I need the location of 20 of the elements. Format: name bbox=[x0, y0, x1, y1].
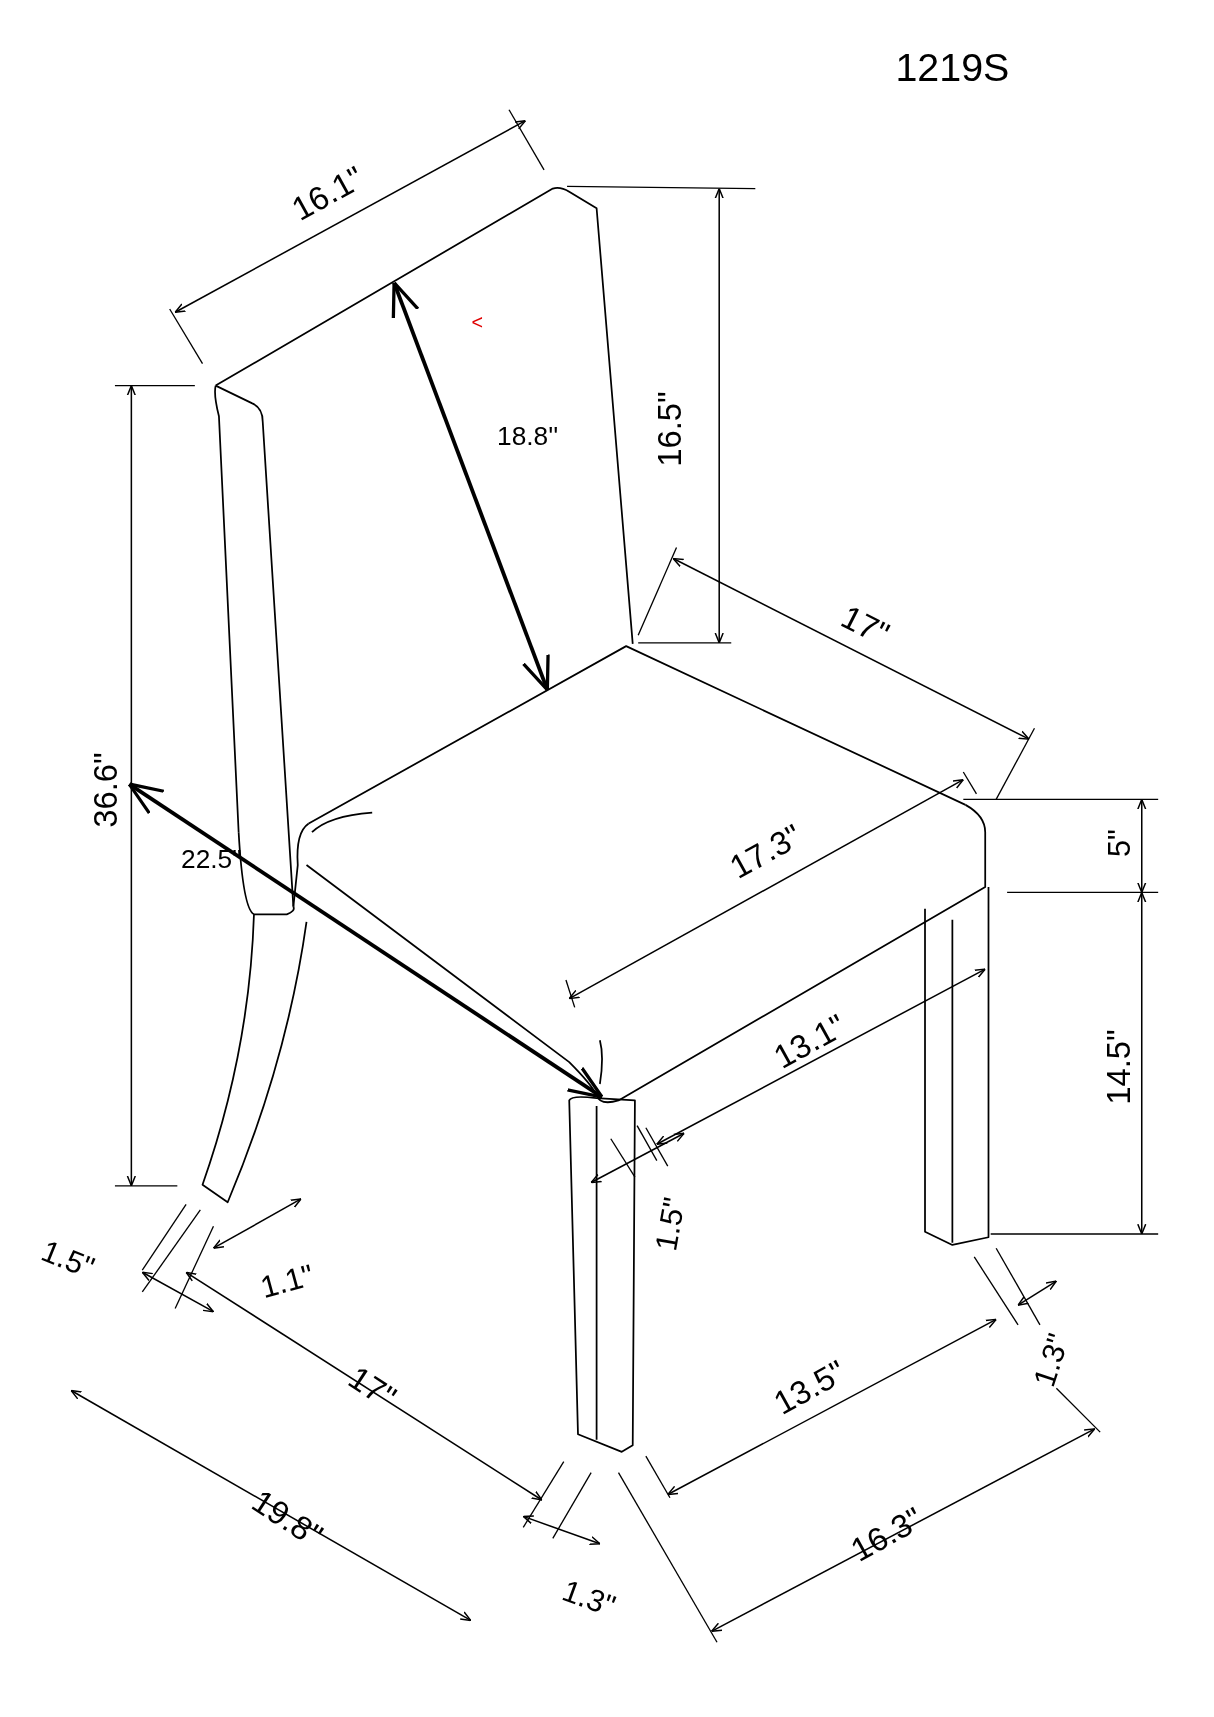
dimension-label: 5" bbox=[1103, 828, 1135, 857]
dimension-label: 16.5" bbox=[653, 391, 687, 467]
dimension-label: 36.6" bbox=[89, 752, 123, 829]
dimension-label: 1.1" bbox=[257, 1259, 317, 1303]
dimension-label: 17" bbox=[343, 1361, 402, 1415]
dimension-label: 1.5" bbox=[650, 1194, 690, 1253]
model-number: 1219S bbox=[895, 48, 1010, 88]
dimension-label: 18.8'' bbox=[497, 422, 559, 449]
mark-symbol: < bbox=[471, 313, 483, 333]
dimension-label: 1.3" bbox=[1028, 1329, 1074, 1390]
dimension-label: 1.3" bbox=[558, 1574, 620, 1622]
dimension-label: 16.3" bbox=[845, 1502, 928, 1568]
dimension-label: 19.8" bbox=[246, 1485, 328, 1554]
dimension-label: 14.5" bbox=[1102, 1029, 1136, 1106]
dimension-label: 17.3" bbox=[725, 819, 808, 885]
dimension-label: 17" bbox=[835, 600, 894, 652]
dimension-label: 16.1" bbox=[287, 161, 370, 227]
dimension-label: 13.1" bbox=[769, 1009, 852, 1075]
dimension-label: 1.5" bbox=[37, 1234, 99, 1284]
dimension-label: 13.5" bbox=[769, 1355, 852, 1421]
